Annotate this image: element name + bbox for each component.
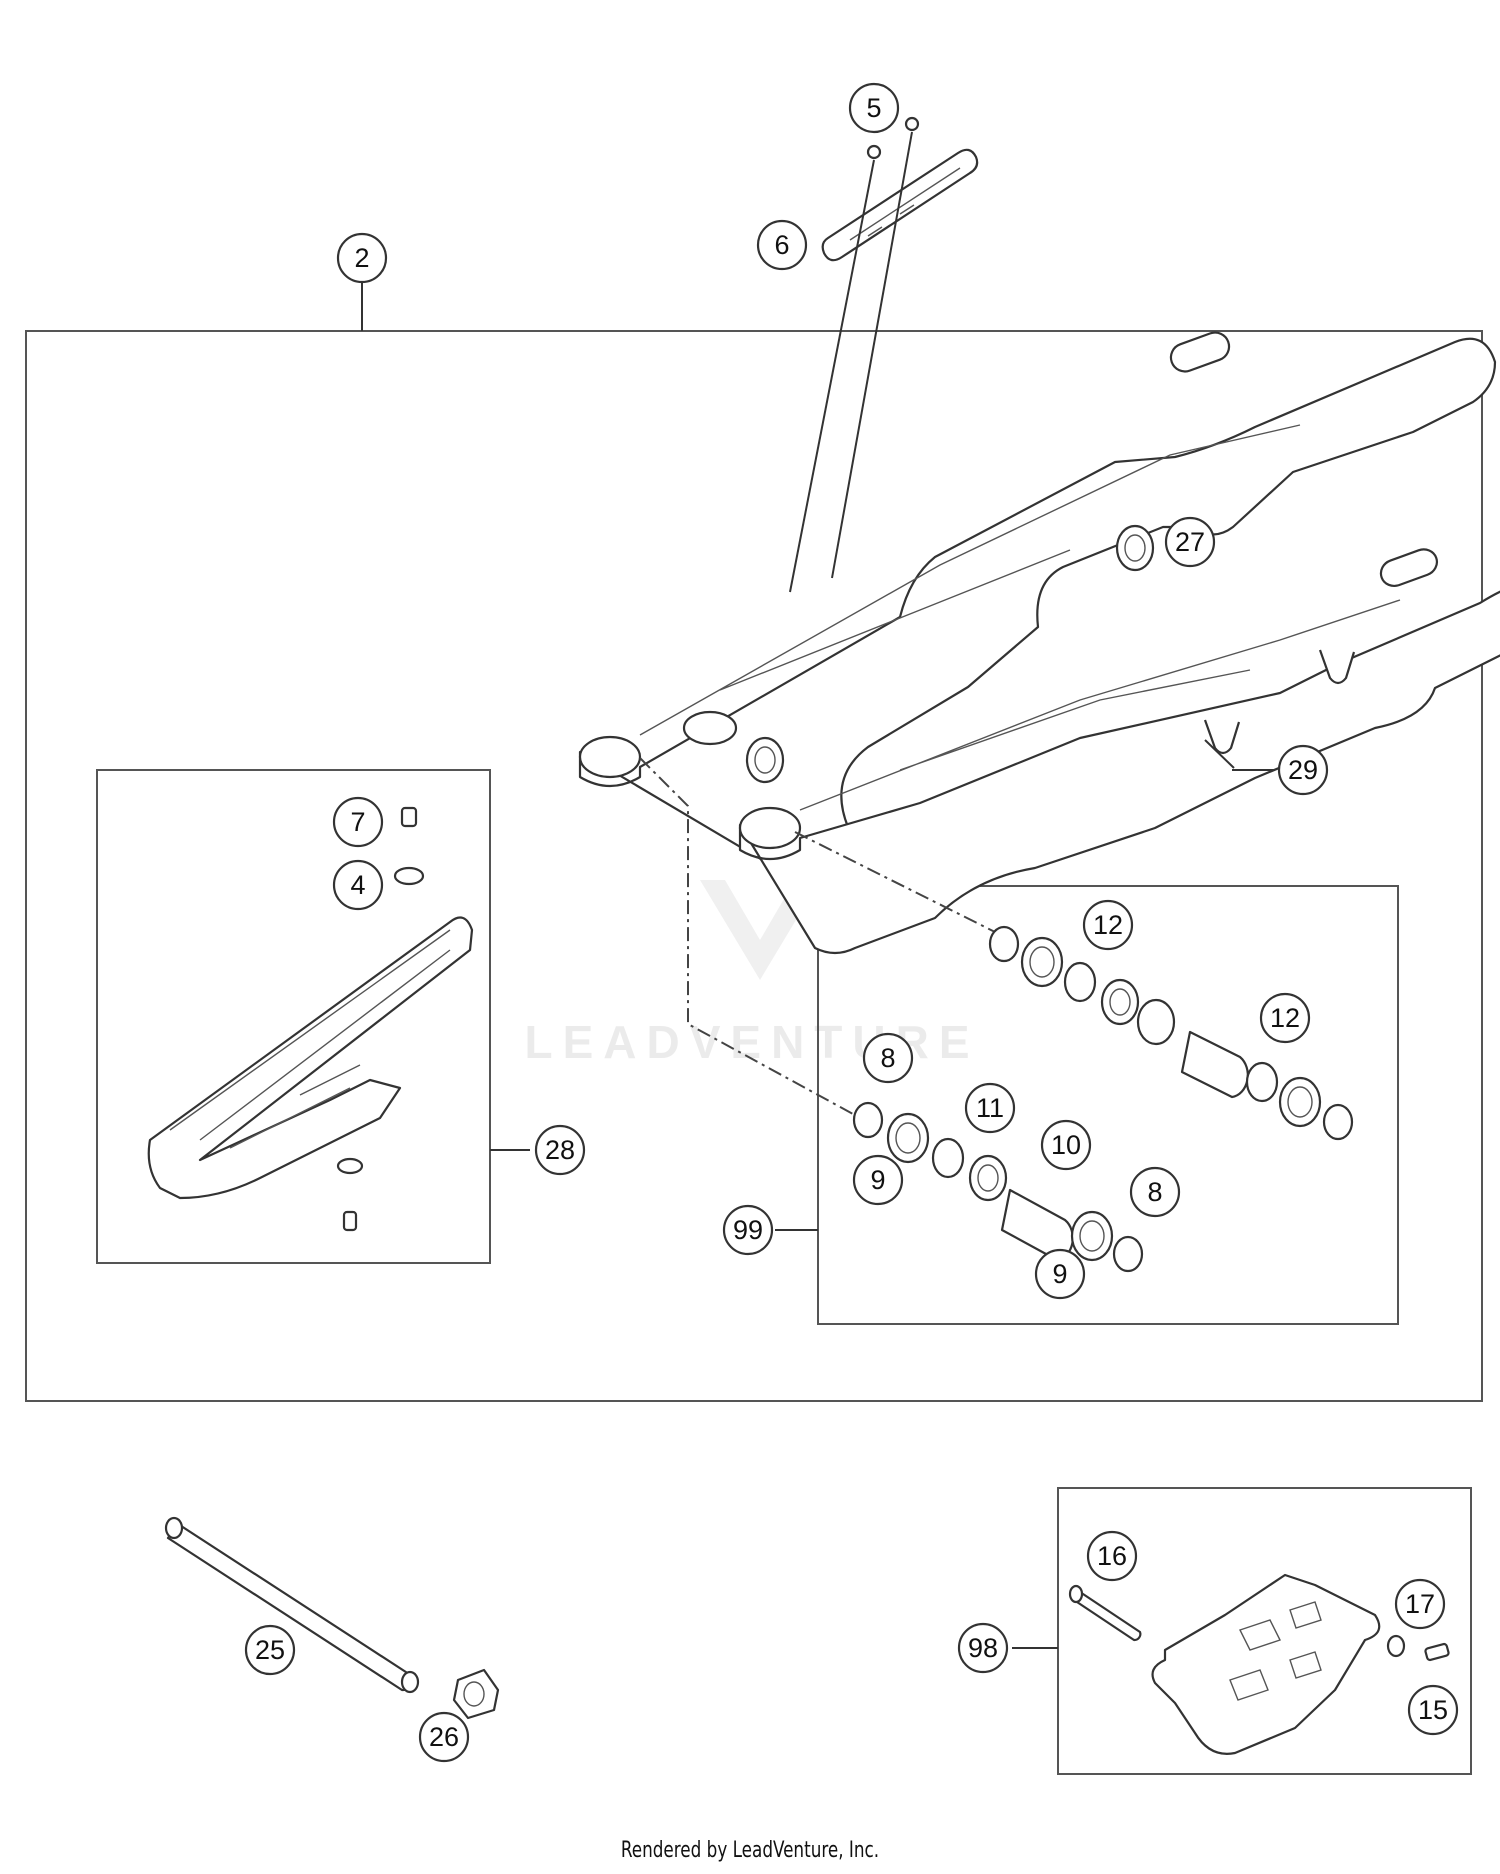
part-27-plug	[1115, 524, 1155, 572]
callout-17[interactable]: 17	[1394, 1578, 1446, 1630]
svg-text:27: 27	[1175, 527, 1205, 557]
callout-15[interactable]: 15	[1407, 1684, 1459, 1736]
callout-10[interactable]: 10	[1040, 1119, 1092, 1171]
svg-text:6: 6	[774, 230, 789, 260]
callout-99[interactable]: 99	[722, 1204, 774, 1256]
callout-25[interactable]: 25	[244, 1624, 296, 1676]
callout-12b[interactable]: 12	[1259, 992, 1311, 1044]
callout-6[interactable]: 6	[756, 219, 808, 271]
svg-text:28: 28	[545, 1135, 575, 1165]
svg-text:9: 9	[1052, 1259, 1067, 1289]
chain-slider-part	[147, 806, 474, 1232]
callout-8b[interactable]: 8	[1129, 1166, 1181, 1218]
part-27-plug-lower	[745, 736, 785, 784]
svg-text:12: 12	[1093, 910, 1123, 940]
callout-27[interactable]: 27	[1164, 516, 1216, 568]
chain-slider-box	[96, 769, 491, 1264]
bearing-row-upper	[988, 925, 1354, 1141]
svg-text:17: 17	[1405, 1589, 1435, 1619]
swingarm-axle	[164, 1516, 420, 1694]
callout-28[interactable]: 28	[534, 1124, 586, 1176]
svg-text:2: 2	[354, 243, 369, 273]
bearing-kit-box	[817, 885, 1399, 1325]
svg-text:12: 12	[1270, 1003, 1300, 1033]
callout-7[interactable]: 7	[332, 796, 384, 848]
callout-5[interactable]: 5	[848, 82, 900, 134]
axle-nut	[452, 1668, 500, 1720]
callout-2[interactable]: 2	[336, 232, 388, 284]
swingarm-assembly-box	[25, 330, 1483, 1402]
callout-12a[interactable]: 12	[1082, 899, 1134, 951]
callout-26[interactable]: 26	[418, 1711, 470, 1763]
callout-8a[interactable]: 8	[862, 1032, 914, 1084]
svg-text:15: 15	[1418, 1695, 1448, 1725]
svg-text:98: 98	[968, 1633, 998, 1663]
callout-9b[interactable]: 9	[1034, 1248, 1086, 1300]
svg-text:10: 10	[1051, 1130, 1081, 1160]
part-6-bracket	[789, 116, 979, 593]
svg-text:8: 8	[880, 1043, 895, 1073]
callout-29[interactable]: 29	[1277, 744, 1329, 796]
bearing-row-lower	[852, 1101, 1144, 1273]
chain-guide-part	[1068, 1573, 1450, 1755]
chain-guide-kit-box	[1057, 1487, 1472, 1775]
svg-text:7: 7	[350, 807, 365, 837]
swingarm-body	[578, 331, 1500, 955]
svg-text:8: 8	[1147, 1177, 1162, 1207]
svg-text:11: 11	[976, 1093, 1004, 1123]
svg-text:4: 4	[350, 870, 365, 900]
callout-4[interactable]: 4	[332, 859, 384, 911]
svg-text:26: 26	[429, 1722, 459, 1752]
svg-text:29: 29	[1288, 755, 1318, 785]
callout-98[interactable]: 98	[957, 1622, 1009, 1674]
callout-16[interactable]: 16	[1086, 1530, 1138, 1582]
svg-text:99: 99	[733, 1215, 763, 1245]
svg-text:25: 25	[255, 1635, 285, 1665]
footer-credit: Rendered by LeadVenture, Inc.	[620, 1838, 880, 1863]
svg-text:9: 9	[870, 1165, 885, 1195]
svg-text:5: 5	[866, 93, 881, 123]
callout-9a[interactable]: 9	[852, 1154, 904, 1206]
callout-11[interactable]: 11	[964, 1082, 1016, 1134]
svg-text:16: 16	[1097, 1541, 1127, 1571]
